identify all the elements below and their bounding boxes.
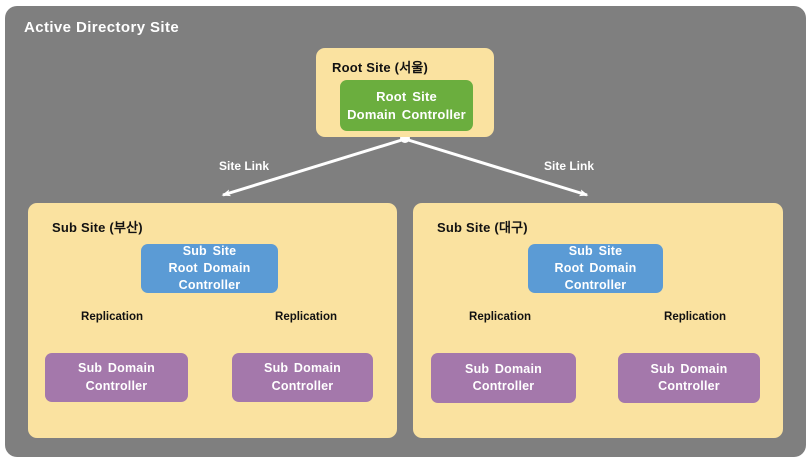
replication-label-busan-right: Replication <box>275 311 337 323</box>
sub-site-daegu-box: Sub Site (대구) Sub Site Root Domain Contr… <box>413 203 783 438</box>
replication-label-busan-left: Replication <box>81 311 143 323</box>
root-dc-line1: Root Site <box>376 88 437 104</box>
sub-root-dc-line2: Root Domain <box>168 260 251 275</box>
sub-root-dc-line3: Controller <box>178 278 241 293</box>
sub-dc-line1: Sub Domain <box>465 361 542 376</box>
sub-dc-line2: Controller <box>658 379 720 393</box>
sub-root-dc-line3: Controller <box>564 278 627 293</box>
sub-site-root-dc-node-daegu: Sub Site Root Domain Controller <box>528 244 663 293</box>
sub-dc-line1: Sub Domain <box>264 361 341 376</box>
replication-label-daegu-left: Replication <box>469 311 531 323</box>
sub-dc-node-daegu-2: Sub Domain Controller <box>618 353 760 403</box>
sub-site-root-dc-node-busan: Sub Site Root Domain Controller <box>141 244 278 293</box>
root-domain-controller-node: Root Site Domain Controller <box>340 80 473 131</box>
sub-root-dc-line2: Root Domain <box>554 260 637 275</box>
sub-dc-node-busan-2: Sub Domain Controller <box>232 353 373 402</box>
sub-dc-line2: Controller <box>271 378 334 393</box>
sub-dc-node-daegu-1: Sub Domain Controller <box>431 353 576 403</box>
site-link-label-right: Site Link <box>543 159 595 173</box>
root-site-box: Root Site (서울) Root Site Domain Controll… <box>316 48 494 137</box>
sub-root-dc-line1: Sub Site <box>182 243 237 258</box>
sub-site-busan-box: Sub Site (부산) Sub Site Root Domain Contr… <box>28 203 397 438</box>
sub-dc-line2: Controller <box>85 378 148 393</box>
diagram-title: Active Directory Site <box>24 19 180 36</box>
sub-dc-node-busan-1: Sub Domain Controller <box>45 353 188 402</box>
sub-root-dc-line1: Sub Site <box>568 243 623 258</box>
root-site-label: Root Site (서울) <box>332 60 429 75</box>
sub-dc-line2: Controller <box>472 379 535 393</box>
sub-site-daegu-label: Sub Site (대구) <box>437 220 528 235</box>
sub-dc-line1: Sub Domain <box>78 361 155 376</box>
site-link-label-left: Site Link <box>218 159 270 173</box>
sub-dc-line1: Sub Domain <box>650 361 728 376</box>
replication-label-daegu-right: Replication <box>664 311 726 323</box>
sub-site-busan-label: Sub Site (부산) <box>52 220 143 235</box>
root-dc-line2: Domain Controller <box>347 106 466 122</box>
